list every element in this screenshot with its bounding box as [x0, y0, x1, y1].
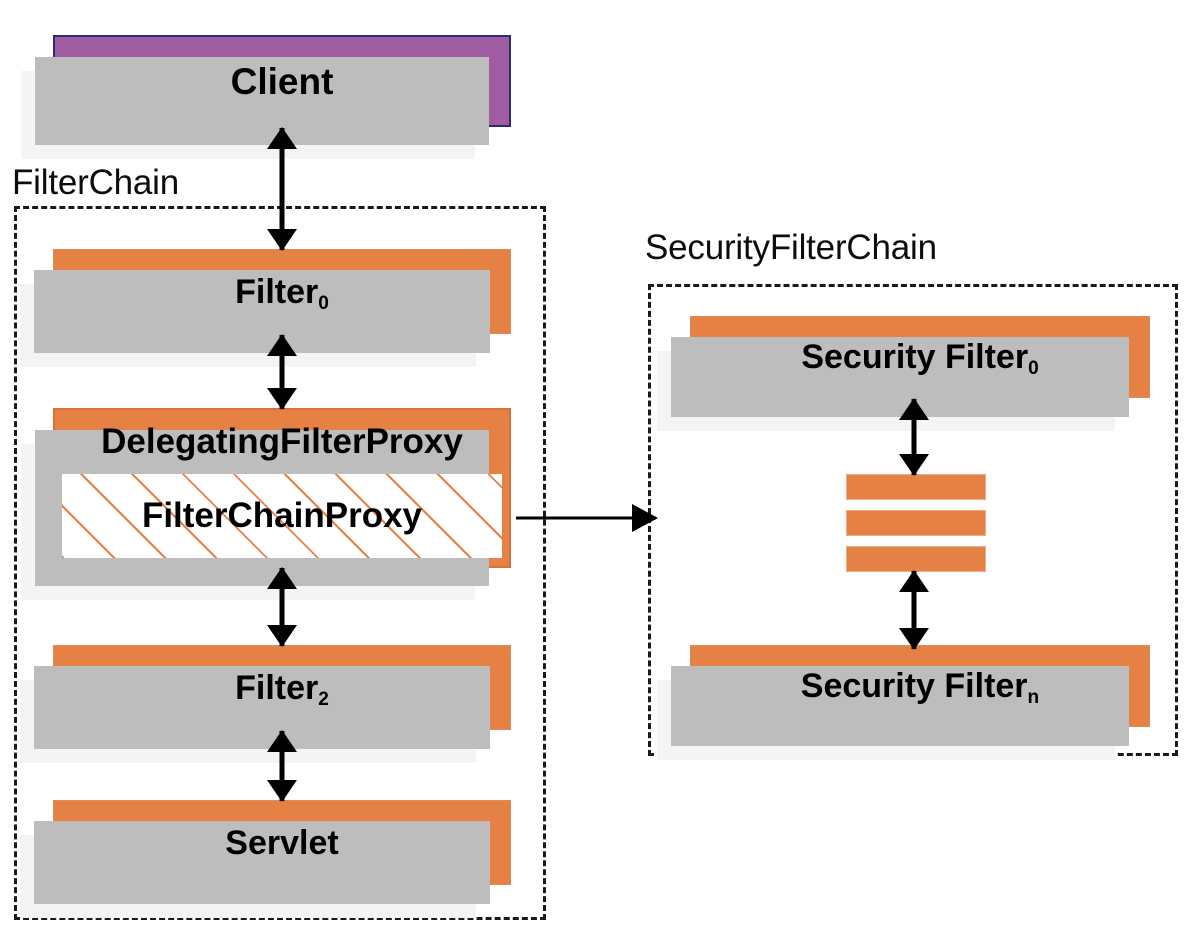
node-servlet[interactable]: Servlet	[20, 800, 511, 918]
node-security-filter-n[interactable]: Security Filtern	[657, 645, 1150, 760]
node-security-filter-n-text: Security Filter	[800, 667, 1028, 705]
arrow-head-down-icon	[267, 780, 297, 802]
node-security-filter-0-text: Security Filter	[801, 338, 1029, 376]
arrow-head-right-icon	[632, 504, 658, 532]
node-servlet-label: Servlet	[225, 823, 339, 862]
node-filter-2-text: Filter	[235, 668, 319, 707]
arrow-head-up-icon	[267, 127, 297, 149]
node-delegating-filter-proxy[interactable]: DelegatingFilterProxy FilterChainProxy	[21, 408, 511, 600]
node-client-label: Client	[230, 60, 334, 102]
arrow-head-down-icon	[899, 454, 929, 476]
group-label-filterchain: FilterChain	[12, 163, 180, 202]
arrow-shaft	[279, 731, 285, 801]
node-security-filter-n-label: Security Filtern	[800, 667, 1039, 707]
node-filter-0[interactable]: Filter0	[20, 249, 511, 367]
node-security-filter-n-subscript: n	[1027, 687, 1040, 709]
node-filter-2-label: Filter2	[235, 668, 329, 709]
arrow-shaft	[911, 571, 917, 649]
node-filter-0-text: Filter	[235, 272, 319, 311]
ellipsis-bar-2	[846, 510, 986, 536]
node-security-filter-0[interactable]: Security Filter0	[657, 316, 1150, 431]
arrow-head-down-icon	[267, 625, 297, 647]
ellipsis-bar-1	[846, 474, 986, 500]
arrow-shaft	[279, 568, 285, 646]
node-filter-chain-proxy-label: FilterChainProxy	[141, 496, 423, 535]
node-security-filter-0-subscript: 0	[1028, 358, 1039, 380]
arrow-head-down-icon	[899, 628, 929, 650]
node-filter-2-subscript: 2	[318, 688, 329, 710]
arrow-head-down-icon	[267, 388, 297, 410]
arrow-head-up-icon	[267, 334, 297, 356]
arrow-head-down-icon	[267, 229, 297, 251]
arrow-head-up-icon	[267, 730, 297, 752]
ellipsis-bar-3	[846, 546, 986, 572]
node-filter-0-subscript: 0	[318, 292, 329, 314]
arrow-shaft	[911, 399, 917, 475]
node-client[interactable]: Client	[21, 35, 511, 159]
node-security-filter-0-label: Security Filter0	[801, 338, 1038, 378]
arrow-head-up-icon	[267, 567, 297, 589]
arrow-shaft	[279, 335, 285, 409]
node-delegating-filter-proxy-label: DelegatingFilterProxy	[101, 422, 463, 461]
arrow-shaft	[279, 128, 285, 250]
node-filter-chain-proxy[interactable]: FilterChainProxy	[62, 474, 502, 558]
arrow-head-up-icon	[899, 570, 929, 592]
node-filter-0-label: Filter0	[235, 272, 329, 313]
arrow-head-up-icon	[899, 398, 929, 420]
arrow-shaft-horizontal	[516, 516, 656, 520]
group-label-securityfilterchain: SecurityFilterChain	[645, 228, 937, 267]
node-filter-2[interactable]: Filter2	[20, 645, 511, 763]
